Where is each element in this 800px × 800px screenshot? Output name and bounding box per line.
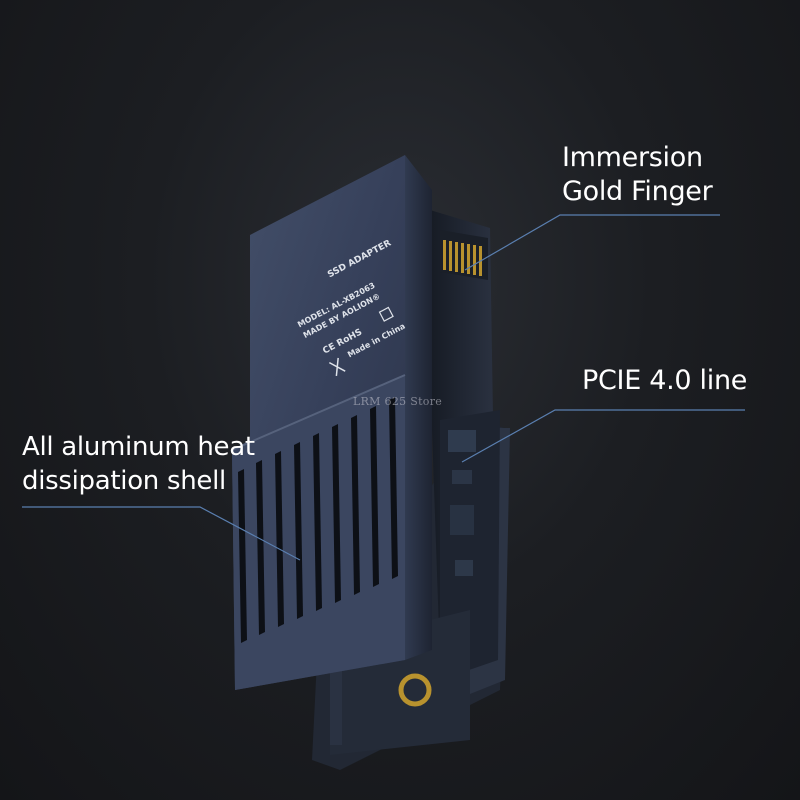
shell-side-edge bbox=[405, 155, 432, 660]
recycle-icon bbox=[378, 306, 394, 322]
callout-gold-finger-line2: Gold Finger bbox=[562, 176, 713, 207]
disposal-icon bbox=[328, 357, 346, 376]
callout-shell-line2: dissipation shell bbox=[22, 466, 226, 496]
callout-pcie-line: PCIE 4.0 line bbox=[582, 364, 747, 398]
callout-gold-finger-line1: Immersion bbox=[562, 142, 703, 173]
leader-lines bbox=[22, 214, 745, 561]
store-watermark: LRM 625 Store bbox=[353, 395, 443, 408]
leader-shell bbox=[22, 506, 301, 561]
callout-pcie-line1: PCIE 4.0 line bbox=[582, 365, 748, 396]
callout-aluminum-shell: All aluminum heat dissipation shell bbox=[22, 430, 255, 498]
heat-dissipation-fins bbox=[238, 397, 398, 643]
pcb-board bbox=[330, 210, 500, 755]
gold-finger-connector bbox=[440, 230, 488, 280]
leader-gold-finger bbox=[464, 214, 720, 271]
callout-shell-line1: All aluminum heat bbox=[22, 432, 255, 462]
callout-gold-finger: Immersion Gold Finger bbox=[562, 141, 713, 209]
leader-pcie bbox=[461, 409, 745, 463]
aluminum-shell bbox=[231, 155, 406, 690]
